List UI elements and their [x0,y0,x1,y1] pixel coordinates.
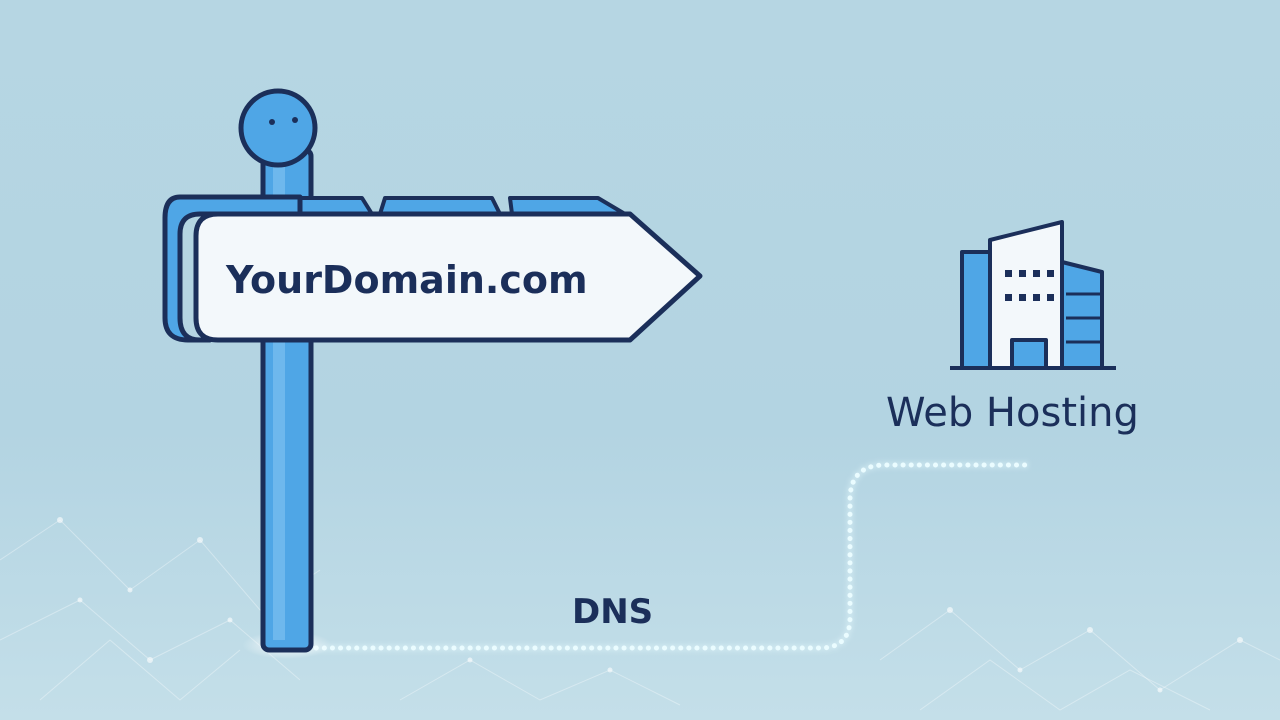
signpost-knob [238,88,318,168]
dns-label: DNS [572,592,654,632]
network-mesh-nodes [57,517,1243,693]
signpost [162,88,703,653]
sign-board-face [193,211,703,343]
dns-connection-path [297,462,1028,651]
building-windows [1005,270,1054,301]
sign-board-back [162,194,303,343]
web-hosting-label: Web Hosting [886,390,1139,436]
domain-name-label: YourDomain.com [226,258,588,302]
